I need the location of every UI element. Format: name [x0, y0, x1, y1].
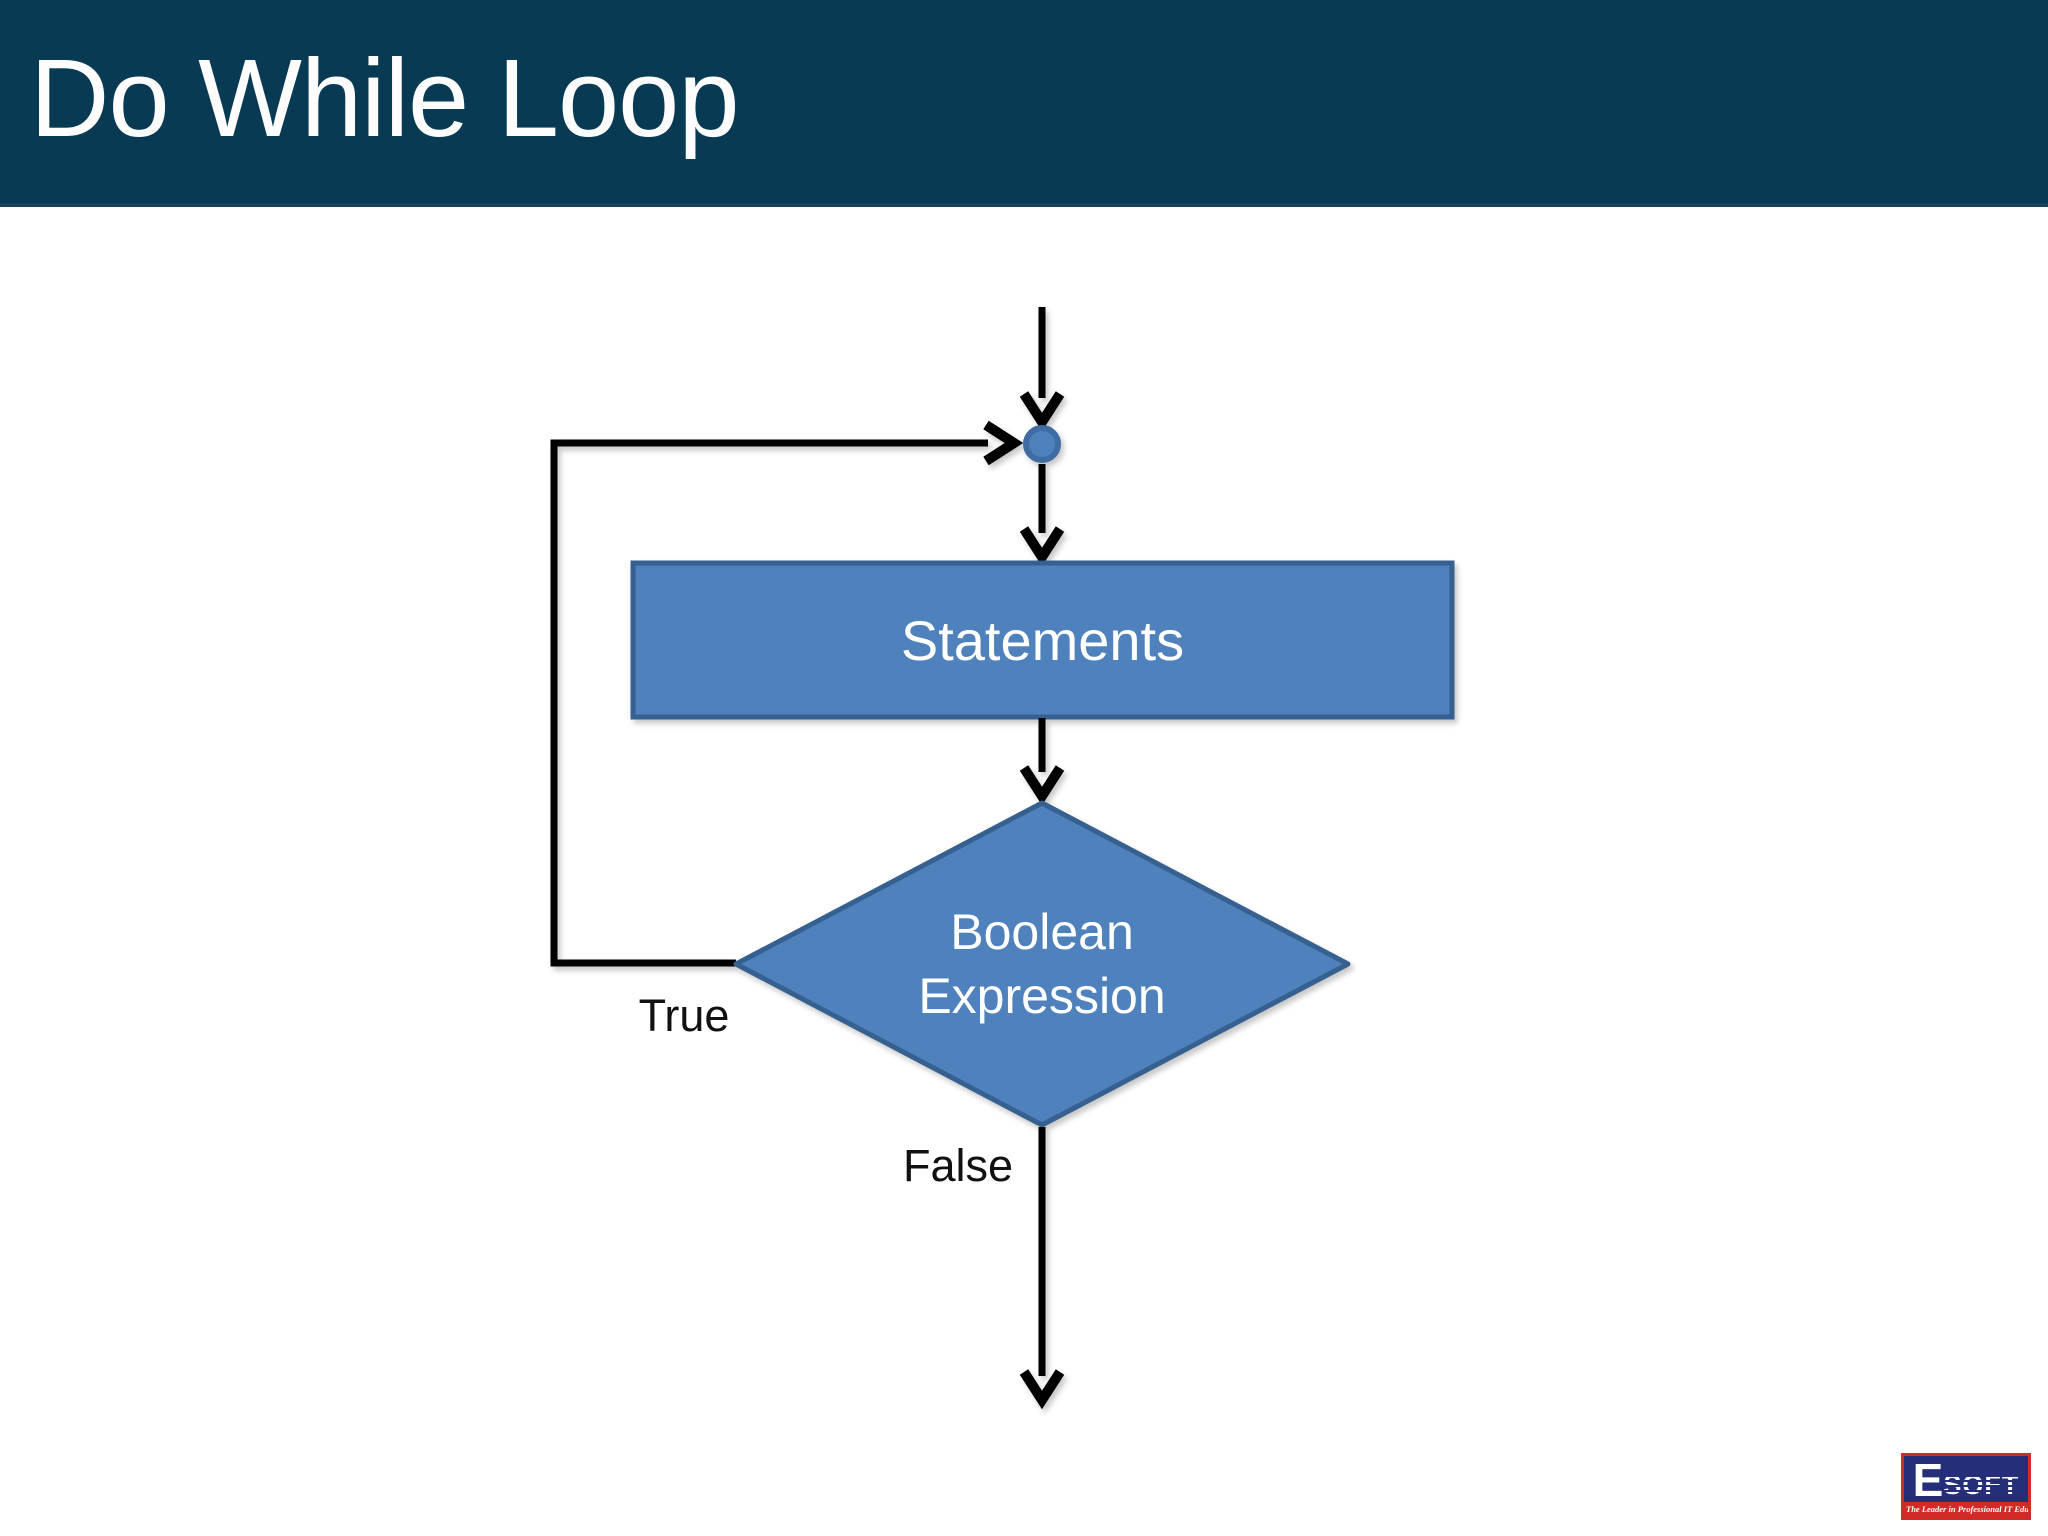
false-edge-label: False: [902, 1140, 1014, 1191]
slide-title: Do While Loop: [30, 37, 739, 160]
logo-stripe-overlay: [1943, 1472, 2020, 1499]
decision-label: Boolean Expression: [736, 803, 1348, 1125]
decision-label-line1: Boolean: [950, 904, 1134, 960]
edge-loopback-line: [550, 439, 988, 967]
esoft-logo-wordmark: E SOFT: [1904, 1454, 2028, 1506]
true-edge-label: True: [638, 990, 730, 1041]
edge-circle-to-statements-arrowhead: [1019, 526, 1065, 567]
logo-soft-text: SOFT: [1943, 1472, 2020, 1499]
decision-label-line2: Expression: [918, 968, 1166, 1024]
logo-letter-e: E: [1912, 1454, 1944, 1506]
statements-node: [630, 560, 1455, 720]
statements-label-text: Statements: [900, 608, 1185, 672]
edge-statements-to-decision-arrowhead: [1019, 765, 1065, 806]
esoft-logo: E SOFT The Leader in Professional IT Edu…: [1901, 1453, 2031, 1520]
statements-label: Statements: [633, 563, 1452, 717]
decision-node: [733, 800, 1351, 1128]
loop-entry-connector-node: [1023, 425, 1061, 463]
edge-loopback-arrowhead: [983, 420, 1024, 466]
slide-header: Do While Loop: [0, 0, 2048, 207]
logo-tagline: The Leader in Professional IT Education: [1904, 1502, 2028, 1517]
edge-entry-arrowhead: [1019, 391, 1065, 432]
edge-false-exit-arrowhead: [1019, 1369, 1065, 1410]
